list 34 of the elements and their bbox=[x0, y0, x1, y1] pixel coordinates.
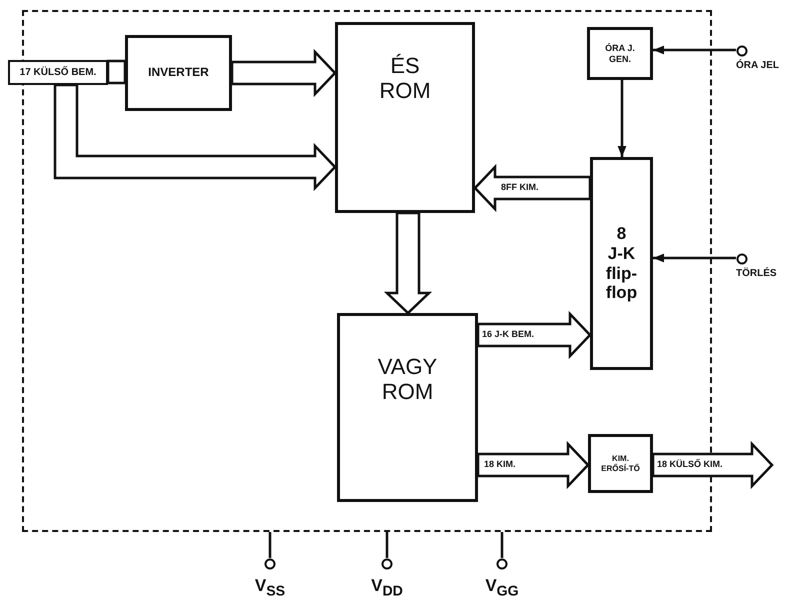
edge-label: 18 KIM. bbox=[483, 459, 517, 470]
bus-connector bbox=[106, 60, 126, 84]
block-label: ÉS ROM bbox=[378, 53, 432, 104]
terminal-label: V$_{DD}$ bbox=[370, 576, 404, 600]
bus-arrow bbox=[54, 84, 337, 192]
bus-arrow bbox=[230, 48, 337, 98]
block-label: 8 J-K flip-flop bbox=[604, 224, 638, 303]
terminal-label: V$_{GG}$ bbox=[484, 576, 520, 600]
edge-label: 18 KÜLSŐ KIM. bbox=[656, 459, 724, 470]
or-rom-block bbox=[337, 313, 478, 502]
connector-line bbox=[268, 532, 272, 558]
connector-line bbox=[386, 532, 388, 558]
connector-line bbox=[500, 532, 504, 558]
and-rom-block bbox=[335, 22, 475, 213]
terminal-label: TÖRLÉS bbox=[736, 268, 777, 280]
bus-band bbox=[8, 60, 108, 85]
bus-arrow bbox=[384, 212, 432, 315]
arrow bbox=[653, 46, 736, 54]
block-label: VAGY ROM bbox=[376, 354, 438, 405]
bus-arrow bbox=[476, 440, 590, 490]
terminal-label: V$_{SS}$ bbox=[254, 576, 286, 600]
clock-generator-block bbox=[587, 27, 653, 80]
terminal-label: ÓRA JEL bbox=[736, 60, 779, 72]
block-label: INVERTER bbox=[148, 66, 209, 80]
block-label: 17 KÜLSŐ BEM. bbox=[20, 66, 96, 78]
inverter-block bbox=[125, 35, 232, 111]
arrow bbox=[618, 80, 626, 157]
block-label: ÓRA J. GEN. bbox=[604, 43, 636, 64]
flip-flop-block bbox=[590, 157, 653, 370]
edge-label: 8FF KIM. bbox=[500, 182, 540, 193]
output-buffer-block bbox=[588, 434, 653, 493]
edge-label: 16 J-K BEM. bbox=[481, 329, 536, 340]
arrow bbox=[653, 254, 736, 262]
block-label: KIM. ERŐSÍ-TŐ bbox=[600, 454, 640, 473]
